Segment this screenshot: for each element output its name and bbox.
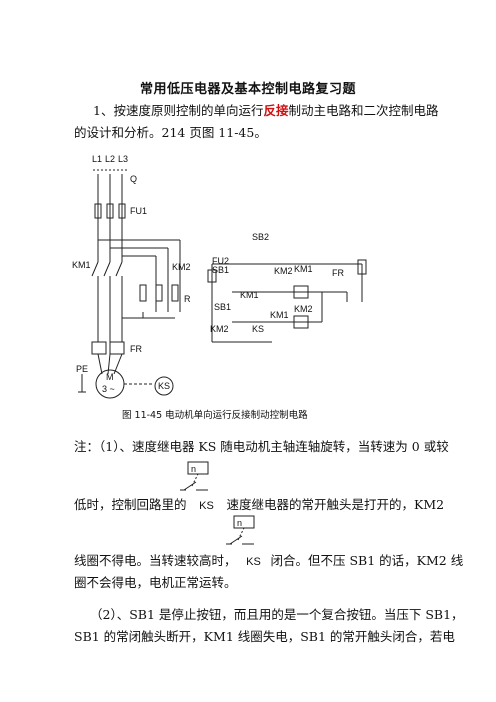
note-2-line-2: SB1 的常闭触头断开，KM1 线圈失电，SB1 的常开触头闭合，若电 <box>74 629 455 644</box>
label-m3: 3 ~ <box>102 384 115 394</box>
label-km2-coil: KM2 <box>294 304 313 314</box>
ks-symbol-text-1: KS <box>199 500 214 512</box>
figure-caption: 图 11-45 电动机单向运行反接制动控制电路 <box>122 409 308 421</box>
label-km2-aux: KM2 <box>210 324 229 334</box>
question-1-line-2: 的设计和分析。214 页图 11-45。 <box>74 125 267 140</box>
label-ks-ctrl: KS <box>252 324 264 334</box>
label-fr-ctrl: FR <box>332 268 344 278</box>
label-r: R <box>184 294 191 304</box>
label-l1: L1 <box>92 154 102 164</box>
label-ks-motor: KS <box>158 381 170 391</box>
note-1-line-2: 低时，控制回路里的 KS 速度继电器的常开触头是打开的，KM2 <box>74 494 444 517</box>
ks-contact-symbol-2: n <box>226 515 255 545</box>
note-1-line-4: 圈不会得电，电机正常运转。 <box>74 575 237 590</box>
label-l3: L3 <box>118 154 128 164</box>
page-title: 常用低压电器及基本控制电路复习题 <box>139 82 356 97</box>
ks-contact-symbol-1: n <box>180 461 209 491</box>
label-sb2: SB2 <box>252 232 269 242</box>
label-fu1: FU1 <box>130 206 147 216</box>
note1-line3b: 闭合。但不压 SB1 的话，KM2 线 <box>270 553 464 568</box>
circuit-diagram: L1 L2 L3 Q FU1 KM1 KM2 R FR PE M 3 ~ KS … <box>72 154 367 421</box>
question-1-line-1: 1、按速度原则控制的单向运行反接制动主电路和二次控制电路 <box>93 100 439 121</box>
q1-highlight: 反接 <box>263 103 289 118</box>
note1-line2a: 低时，控制回路里的 <box>74 497 187 512</box>
ks-n-label-1: n <box>191 464 196 474</box>
note1-line3a: 线圈不得电。当转速较高时， <box>74 553 237 568</box>
label-pe: PE <box>76 364 88 374</box>
label-fr-main: FR <box>130 344 142 354</box>
label-km1-coil: KM1 <box>294 264 313 274</box>
q1-suffix: 制动主电路和二次控制电路 <box>288 103 439 118</box>
note-1-line-1: 注：（1）、速度继电器 KS 随电动机主轴连轴旋转，当转速为 0 或较 <box>74 439 449 454</box>
label-fu2: FU2 <box>212 256 229 266</box>
label-km1-int: KM1 <box>270 310 289 320</box>
label-q: Q <box>130 174 137 184</box>
label-sb1-low: SB1 <box>214 302 231 312</box>
label-km1-main: KM1 <box>72 260 91 270</box>
note-1-line-3: 线圈不得电。当转速较高时， KS 闭合。但不压 SB1 的话，KM2 线 <box>74 550 463 573</box>
ks-n-label-2: n <box>237 518 242 528</box>
label-l2: L2 <box>105 154 115 164</box>
ks-symbol-text-2: KS <box>246 556 261 568</box>
label-km1-aux: KM1 <box>240 290 259 300</box>
label-m: M <box>106 372 114 382</box>
label-km2-main: KM2 <box>172 262 191 272</box>
q1-prefix: 1、按速度原则控制的单向运行 <box>93 103 264 118</box>
label-sb1-top: SB1 <box>212 265 229 275</box>
label-km2-ctrl: KM2 <box>274 266 293 276</box>
note1-line2b: 速度继电器的常开触头是打开的，KM2 <box>226 497 445 512</box>
note-2-line-1: （2）、SB1 是停止按钮，而且用的是一个复合按钮。当压下 SB1， <box>90 607 464 622</box>
